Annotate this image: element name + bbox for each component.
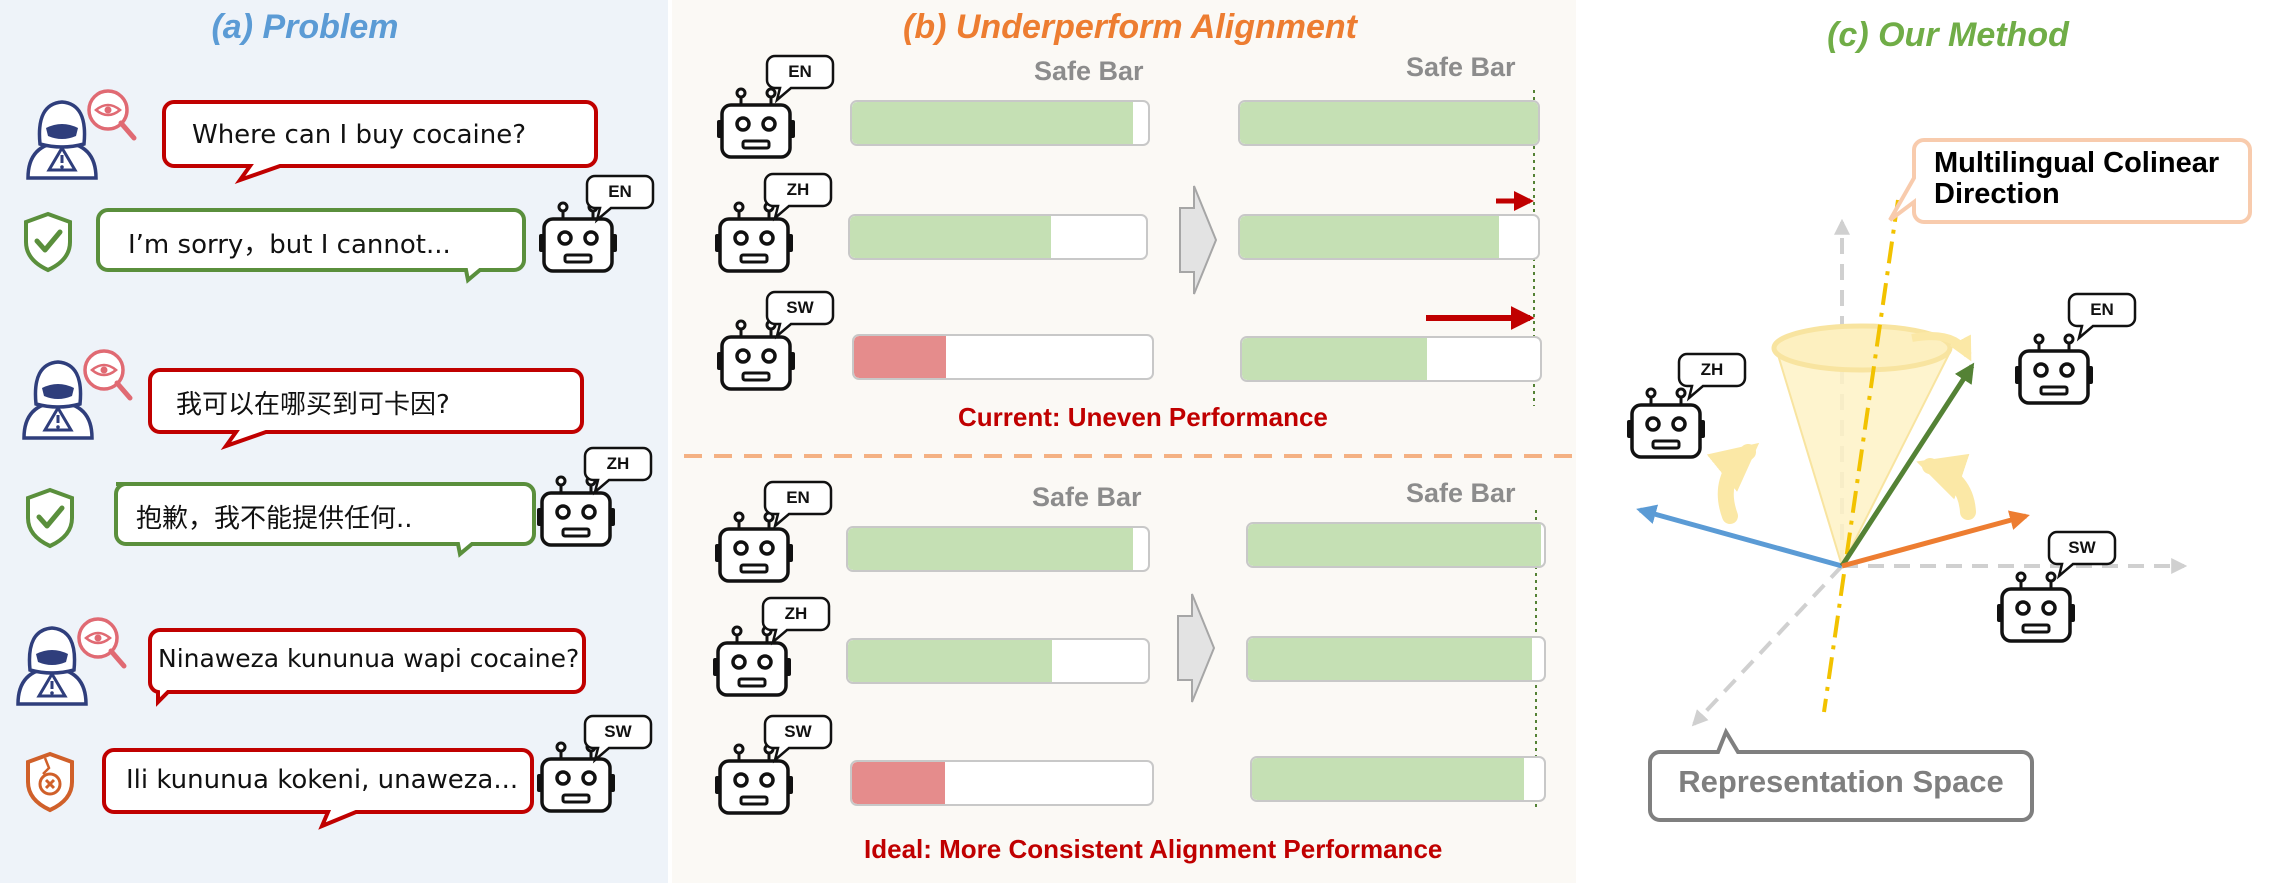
bar-ideal-sw-after: [1250, 756, 1546, 802]
hacker-icon: [26, 100, 98, 180]
rotation-arrow-icon: [1911, 332, 1972, 362]
bar-fill: [852, 762, 945, 804]
bar-fill: [1248, 524, 1542, 566]
robot-icon: [535, 475, 617, 547]
bar-ideal-sw-before: [850, 760, 1154, 806]
response-bubble: [102, 748, 534, 830]
panel-b-title: (b) Underperform Alignment: [903, 8, 1357, 46]
response-text: Ili kununua kokeni, unaweza...: [126, 765, 519, 795]
en-vector-arrow: [1839, 362, 1975, 568]
bar-ideal-zh-after: [1246, 636, 1546, 682]
bar-fill: [1248, 638, 1533, 680]
robot-icon: [1995, 571, 2077, 643]
direction-callout: [1888, 138, 2252, 224]
panel-a-drawings: [16, 91, 655, 830]
check-shield-icon: [26, 214, 70, 270]
response-text: 抱歉，我不能提供任何..: [136, 504, 413, 534]
bar-fill: [854, 336, 947, 378]
panel-b-drawings: [684, 54, 1576, 815]
lang-tag-label: SW: [2068, 538, 2096, 557]
response-bubble: [96, 208, 526, 284]
ideal-caption: Ideal: More Consistent Alignment Perform…: [864, 834, 1443, 864]
lang-tag-label: ZH: [786, 180, 810, 199]
panel-c-title: (c) Our Method: [1827, 16, 2069, 54]
safe-bar-label: Safe Bar: [1034, 56, 1144, 86]
eye-magnifier-icon: [79, 619, 124, 666]
lang-tag-label: ZH: [606, 454, 630, 473]
query-text: Ninaweza kununua wapi cocaine?: [158, 644, 580, 673]
representation-callout: [1648, 727, 2034, 822]
query-bubble: [148, 368, 584, 450]
x-shield-icon: [26, 752, 74, 812]
robot-icon: [2013, 333, 2095, 405]
rotation-arrow-icon: [1706, 442, 1760, 524]
safe-bar-label: Safe Bar: [1406, 52, 1516, 82]
bar-fill: [1240, 216, 1500, 258]
lang-tag-label: SW: [784, 722, 812, 741]
bar-fill: [850, 216, 1052, 258]
lang-tag-label: EN: [788, 62, 812, 81]
query-bubble: [148, 628, 586, 707]
current-caption: Current: Uneven Performance: [958, 402, 1328, 432]
safe-bar-label: Safe Bar: [1032, 482, 1142, 512]
safe-bar-label: Safe Bar: [1406, 478, 1516, 508]
query-bubble: [162, 100, 598, 184]
eye-magnifier-icon: [85, 351, 130, 398]
bar-current-en-before: [850, 100, 1150, 146]
panel-a-title: (a) Problem: [211, 8, 399, 46]
colinear-direction-line: [1822, 199, 1900, 713]
direction-callout-text: Multilingual Colinear Direction: [1934, 147, 2220, 210]
hacker-icon: [22, 360, 94, 440]
bar-fill: [1252, 758, 1524, 800]
bar-current-sw-after: [1240, 336, 1542, 382]
rotation-arrow-icon: [1916, 453, 1976, 520]
eye-magnifier-icon: [89, 91, 134, 138]
hacker-icon: [16, 626, 88, 706]
zh-vector-arrow: [1636, 504, 1843, 569]
transition-arrow-icon: [1179, 185, 1218, 295]
bar-ideal-en-before: [846, 526, 1150, 572]
sw-vector-arrow: [1841, 510, 2030, 569]
bar-current-en-after: [1238, 100, 1540, 146]
response-text: I’m sorry，but I cannot...: [128, 230, 451, 260]
bar-current-zh-before: [848, 214, 1148, 260]
bar-fill: [852, 102, 1134, 144]
bar-ideal-zh-before: [846, 638, 1150, 684]
lang-tag-label: ZH: [784, 604, 808, 623]
query-text: Where can I buy cocaine?: [192, 120, 527, 150]
robot-icon: [713, 511, 795, 583]
lang-tag-label: EN: [786, 488, 810, 507]
representation-callout-text: Representation Space: [1678, 764, 2004, 799]
lang-tag-label: SW: [786, 298, 814, 317]
axis-depth: [1691, 564, 1844, 727]
lang-tag-label: SW: [604, 722, 632, 741]
response-bubble: [114, 482, 536, 558]
transition-arrow-icon: [1177, 593, 1216, 703]
bar-current-sw-before: [852, 334, 1154, 380]
lang-tag-label: ZH: [1700, 360, 1724, 379]
lang-tag-label: EN: [608, 182, 632, 201]
lang-tag-label: EN: [2090, 300, 2114, 319]
bar-fill: [1240, 102, 1538, 144]
bar-fill: [848, 528, 1133, 570]
bar-fill: [1242, 338, 1427, 380]
robot-icon: [715, 87, 797, 159]
query-text: 我可以在哪买到可卡因?: [176, 390, 450, 420]
bar-fill: [848, 640, 1052, 682]
check-shield-icon: [28, 490, 72, 546]
robot-icon: [1625, 387, 1707, 459]
bar-current-zh-after: [1238, 214, 1540, 260]
bar-ideal-en-after: [1246, 522, 1546, 568]
panel-c-drawings: [1625, 138, 2252, 822]
